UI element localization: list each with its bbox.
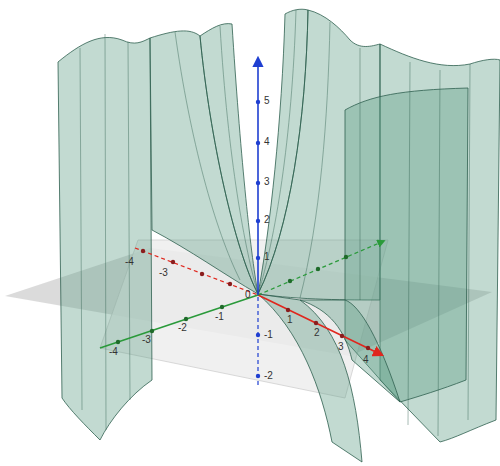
surface-grid [80,10,470,436]
axis-tick-label: -3 [141,334,152,346]
axis-tick-label: 1 [286,314,294,326]
surface-sheets [58,9,500,462]
axis-tick-label: -3 [158,267,169,279]
axis-tick-label: 4 [362,354,370,366]
axis-tick-label: 1 [263,251,271,263]
y-axis [100,295,258,348]
axis-tick-label: -1 [214,311,225,323]
axis-tick-label: -2 [263,370,274,382]
axis-tick-label: -4 [124,256,135,268]
x-axis [258,295,382,355]
axis-tick-label: 3 [337,341,345,353]
z-axis-lower [257,295,258,385]
axis-tick-label: -4 [108,346,119,358]
axis-tick-label: -1 [263,329,274,341]
axis-tick-label: 5 [263,95,271,107]
tick-dots [116,100,370,378]
axis-tick-label: 2 [263,214,271,226]
axis-tick-label: 3 [263,176,271,188]
axis-tick-label: 2 [313,327,321,339]
axis-tick-label: 0 [244,289,252,301]
y-axis-back [258,241,384,295]
axis-tick-label: 4 [263,136,271,148]
x-axis-back [135,248,258,295]
axis-tick-label: -2 [177,322,188,334]
